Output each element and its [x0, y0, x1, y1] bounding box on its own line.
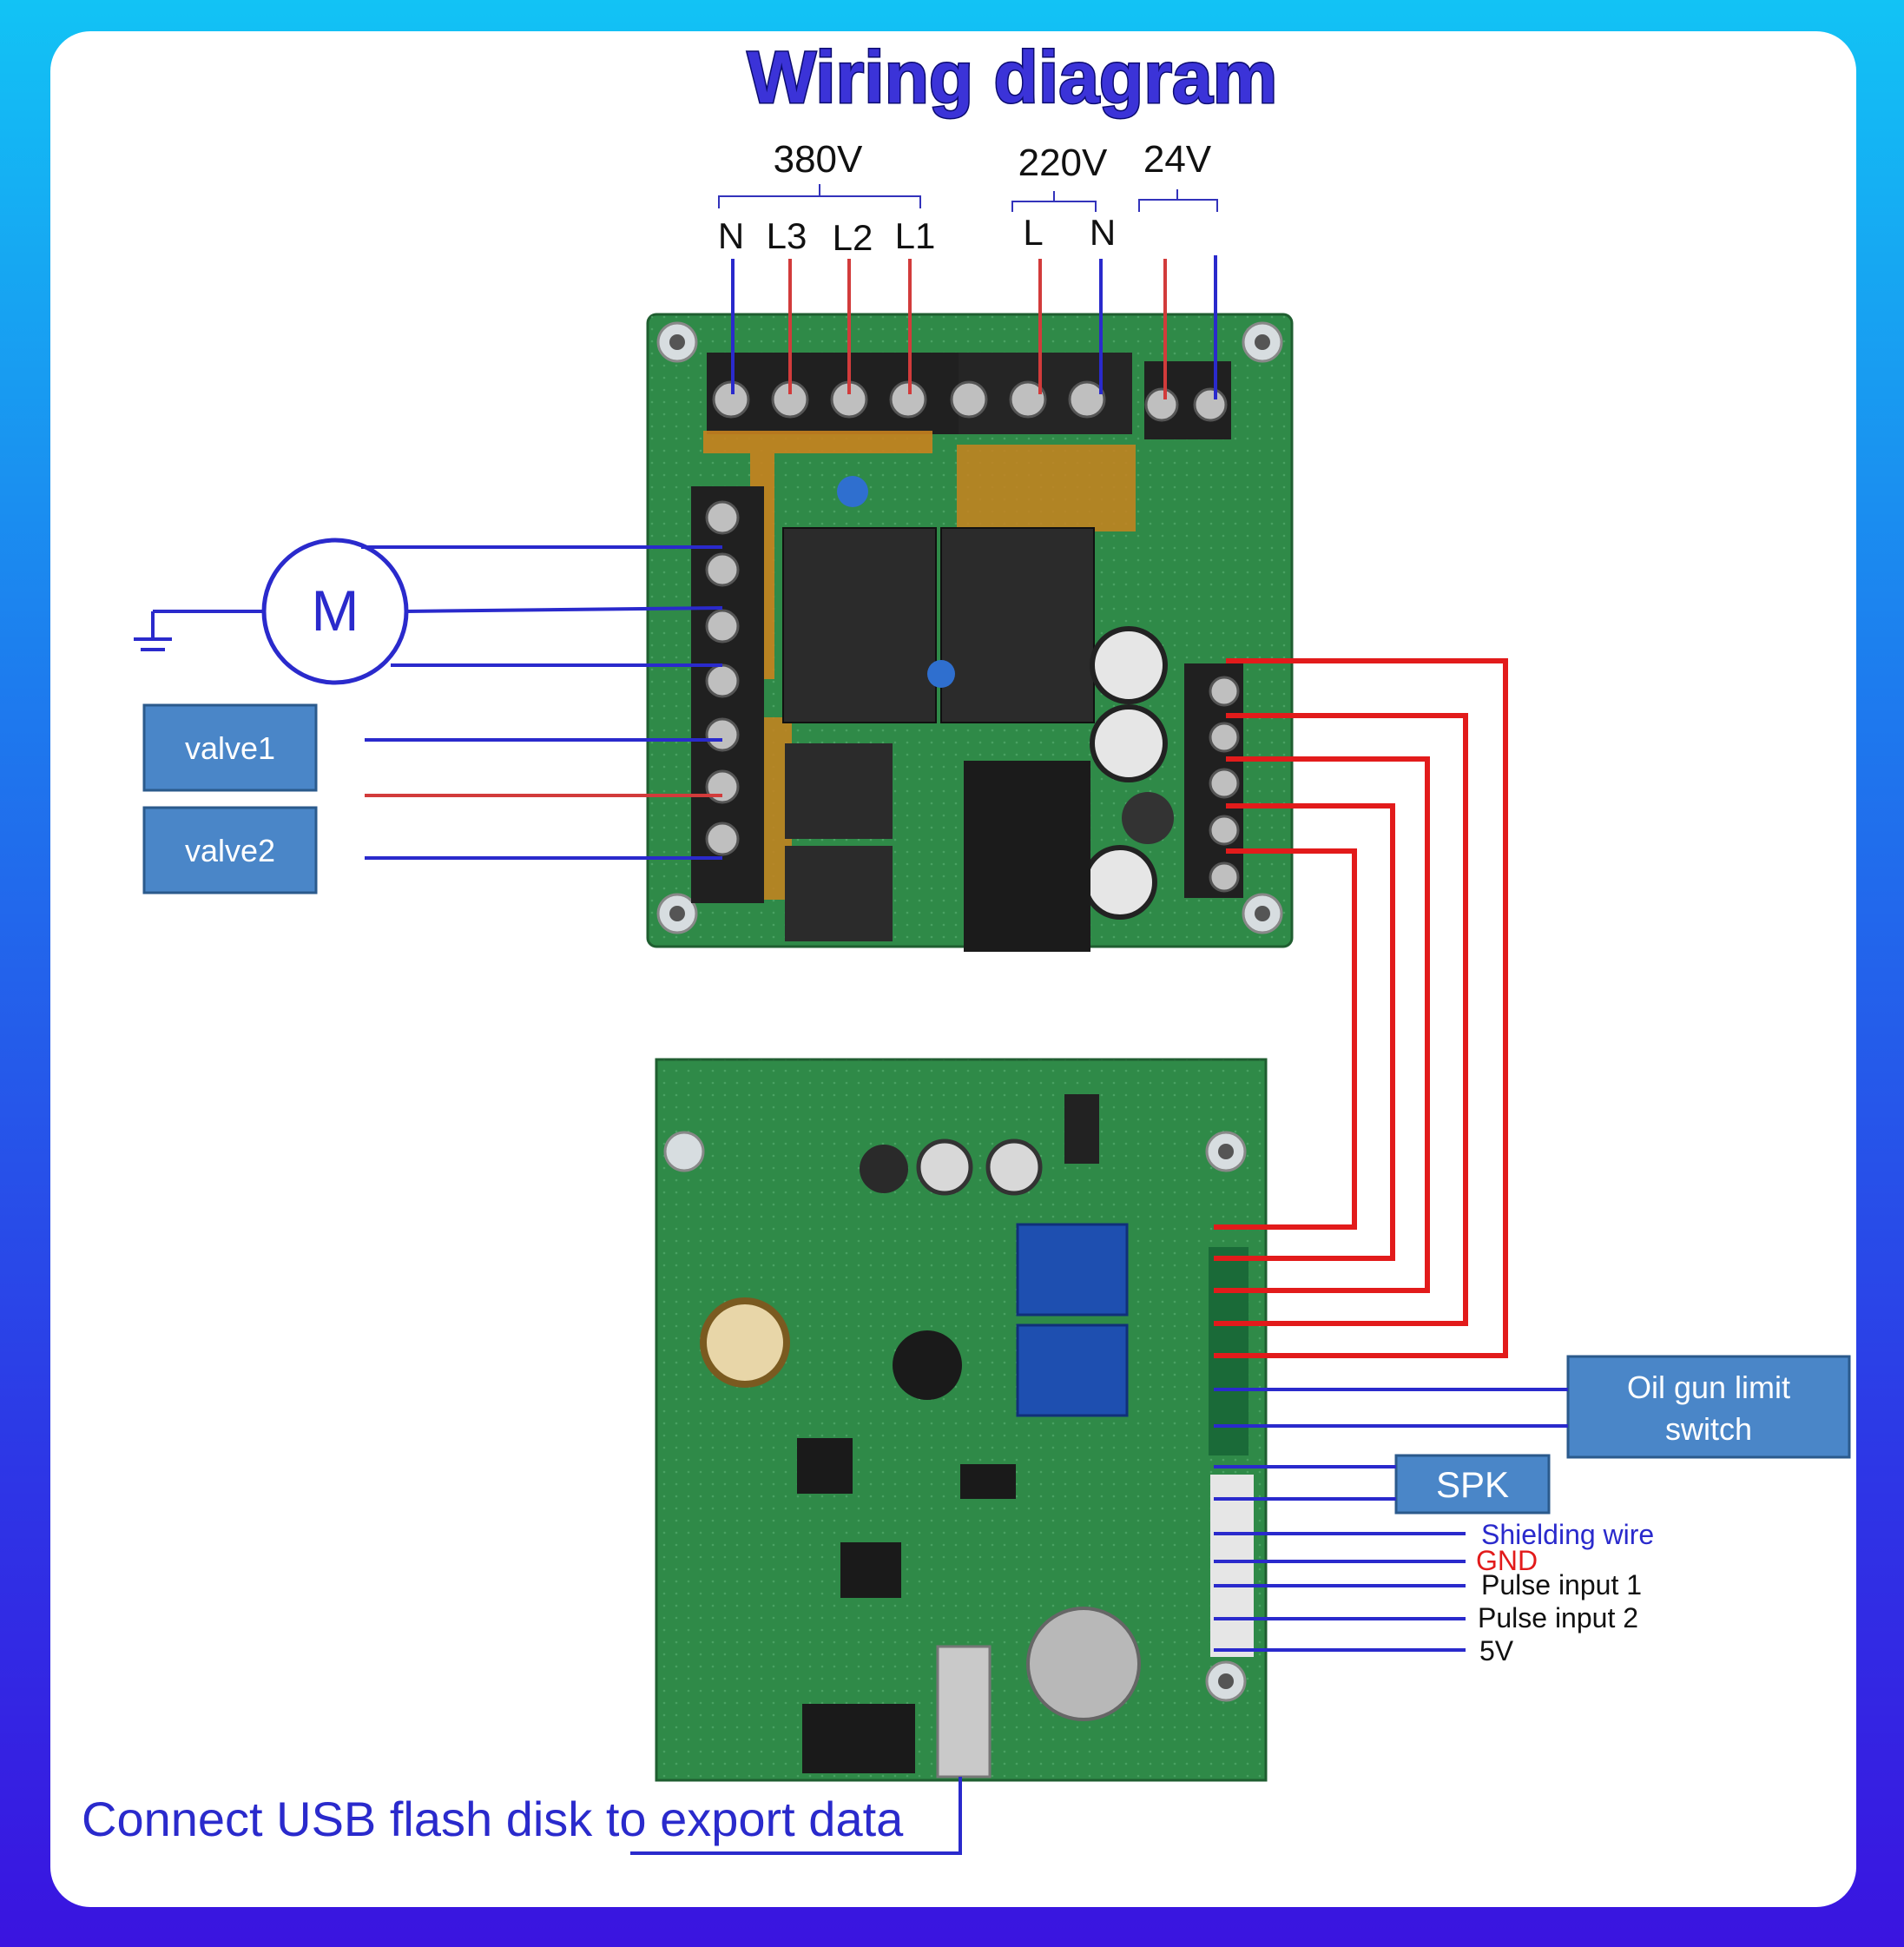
spk-box: SPK	[1394, 1454, 1551, 1515]
valve-wires	[365, 738, 722, 860]
usb-pointer-line	[630, 1777, 962, 1855]
voltage-220v-label: 220V	[1018, 142, 1108, 184]
terminal-380-l2: L2	[833, 217, 873, 258]
power-feed-wires	[731, 255, 1217, 399]
oil-gun-limit-switch-box: Oil gun limit switch	[1566, 1355, 1851, 1459]
power-board	[646, 313, 1294, 952]
signal-pulse-input-2: Pulse input 2	[1478, 1602, 1638, 1634]
terminal-380-n: N	[718, 215, 744, 256]
signal-gnd: GND	[1476, 1545, 1538, 1576]
diagram-card: Wiring diagram 380V 220V 24V N L3 L2 L1 …	[50, 31, 1856, 1907]
oil-gun-label-line2: switch	[1665, 1411, 1752, 1447]
brace-24v	[1138, 189, 1218, 212]
terminal-380-l1: L1	[895, 215, 936, 256]
signal-shielding-wire: Shielding wire	[1481, 1519, 1654, 1550]
valve2-label: valve2	[185, 833, 275, 868]
terminal-220-l: L	[1023, 212, 1043, 253]
controller-board	[655, 1058, 1268, 1782]
wiring-diagram: Wiring diagram 380V 220V 24V N L3 L2 L1 …	[82, 36, 1851, 1855]
brace-220v	[1011, 191, 1097, 212]
spk-label: SPK	[1436, 1464, 1509, 1505]
valve1-label: valve1	[185, 730, 275, 766]
valve1-box: valve1	[142, 703, 318, 792]
oil-gun-label-line1: Oil gun limit	[1627, 1370, 1790, 1405]
signal-5v: 5V	[1479, 1635, 1514, 1666]
voltage-24v-label: 24V	[1143, 138, 1212, 181]
motor-wires	[361, 545, 723, 667]
spk-wires	[1214, 1465, 1396, 1501]
motor-label: M	[312, 578, 359, 643]
signal-pulse-input-1: Pulse input 1	[1481, 1569, 1642, 1600]
ground-symbol	[134, 610, 264, 651]
valve2-box: valve2	[142, 806, 318, 894]
page-title: Wiring diagram	[748, 36, 1278, 118]
terminal-220-n: N	[1090, 212, 1116, 253]
motor-symbol: M	[261, 538, 409, 685]
usb-note: Connect USB flash disk to export data	[82, 1792, 904, 1846]
signal-wires	[1214, 1532, 1466, 1652]
interconnect-wires	[1214, 658, 1508, 1358]
voltage-380v-label: 380V	[774, 138, 863, 181]
brace-380v	[718, 184, 921, 208]
terminal-380-l3: L3	[767, 215, 807, 256]
oil-gun-wires	[1214, 1388, 1568, 1428]
